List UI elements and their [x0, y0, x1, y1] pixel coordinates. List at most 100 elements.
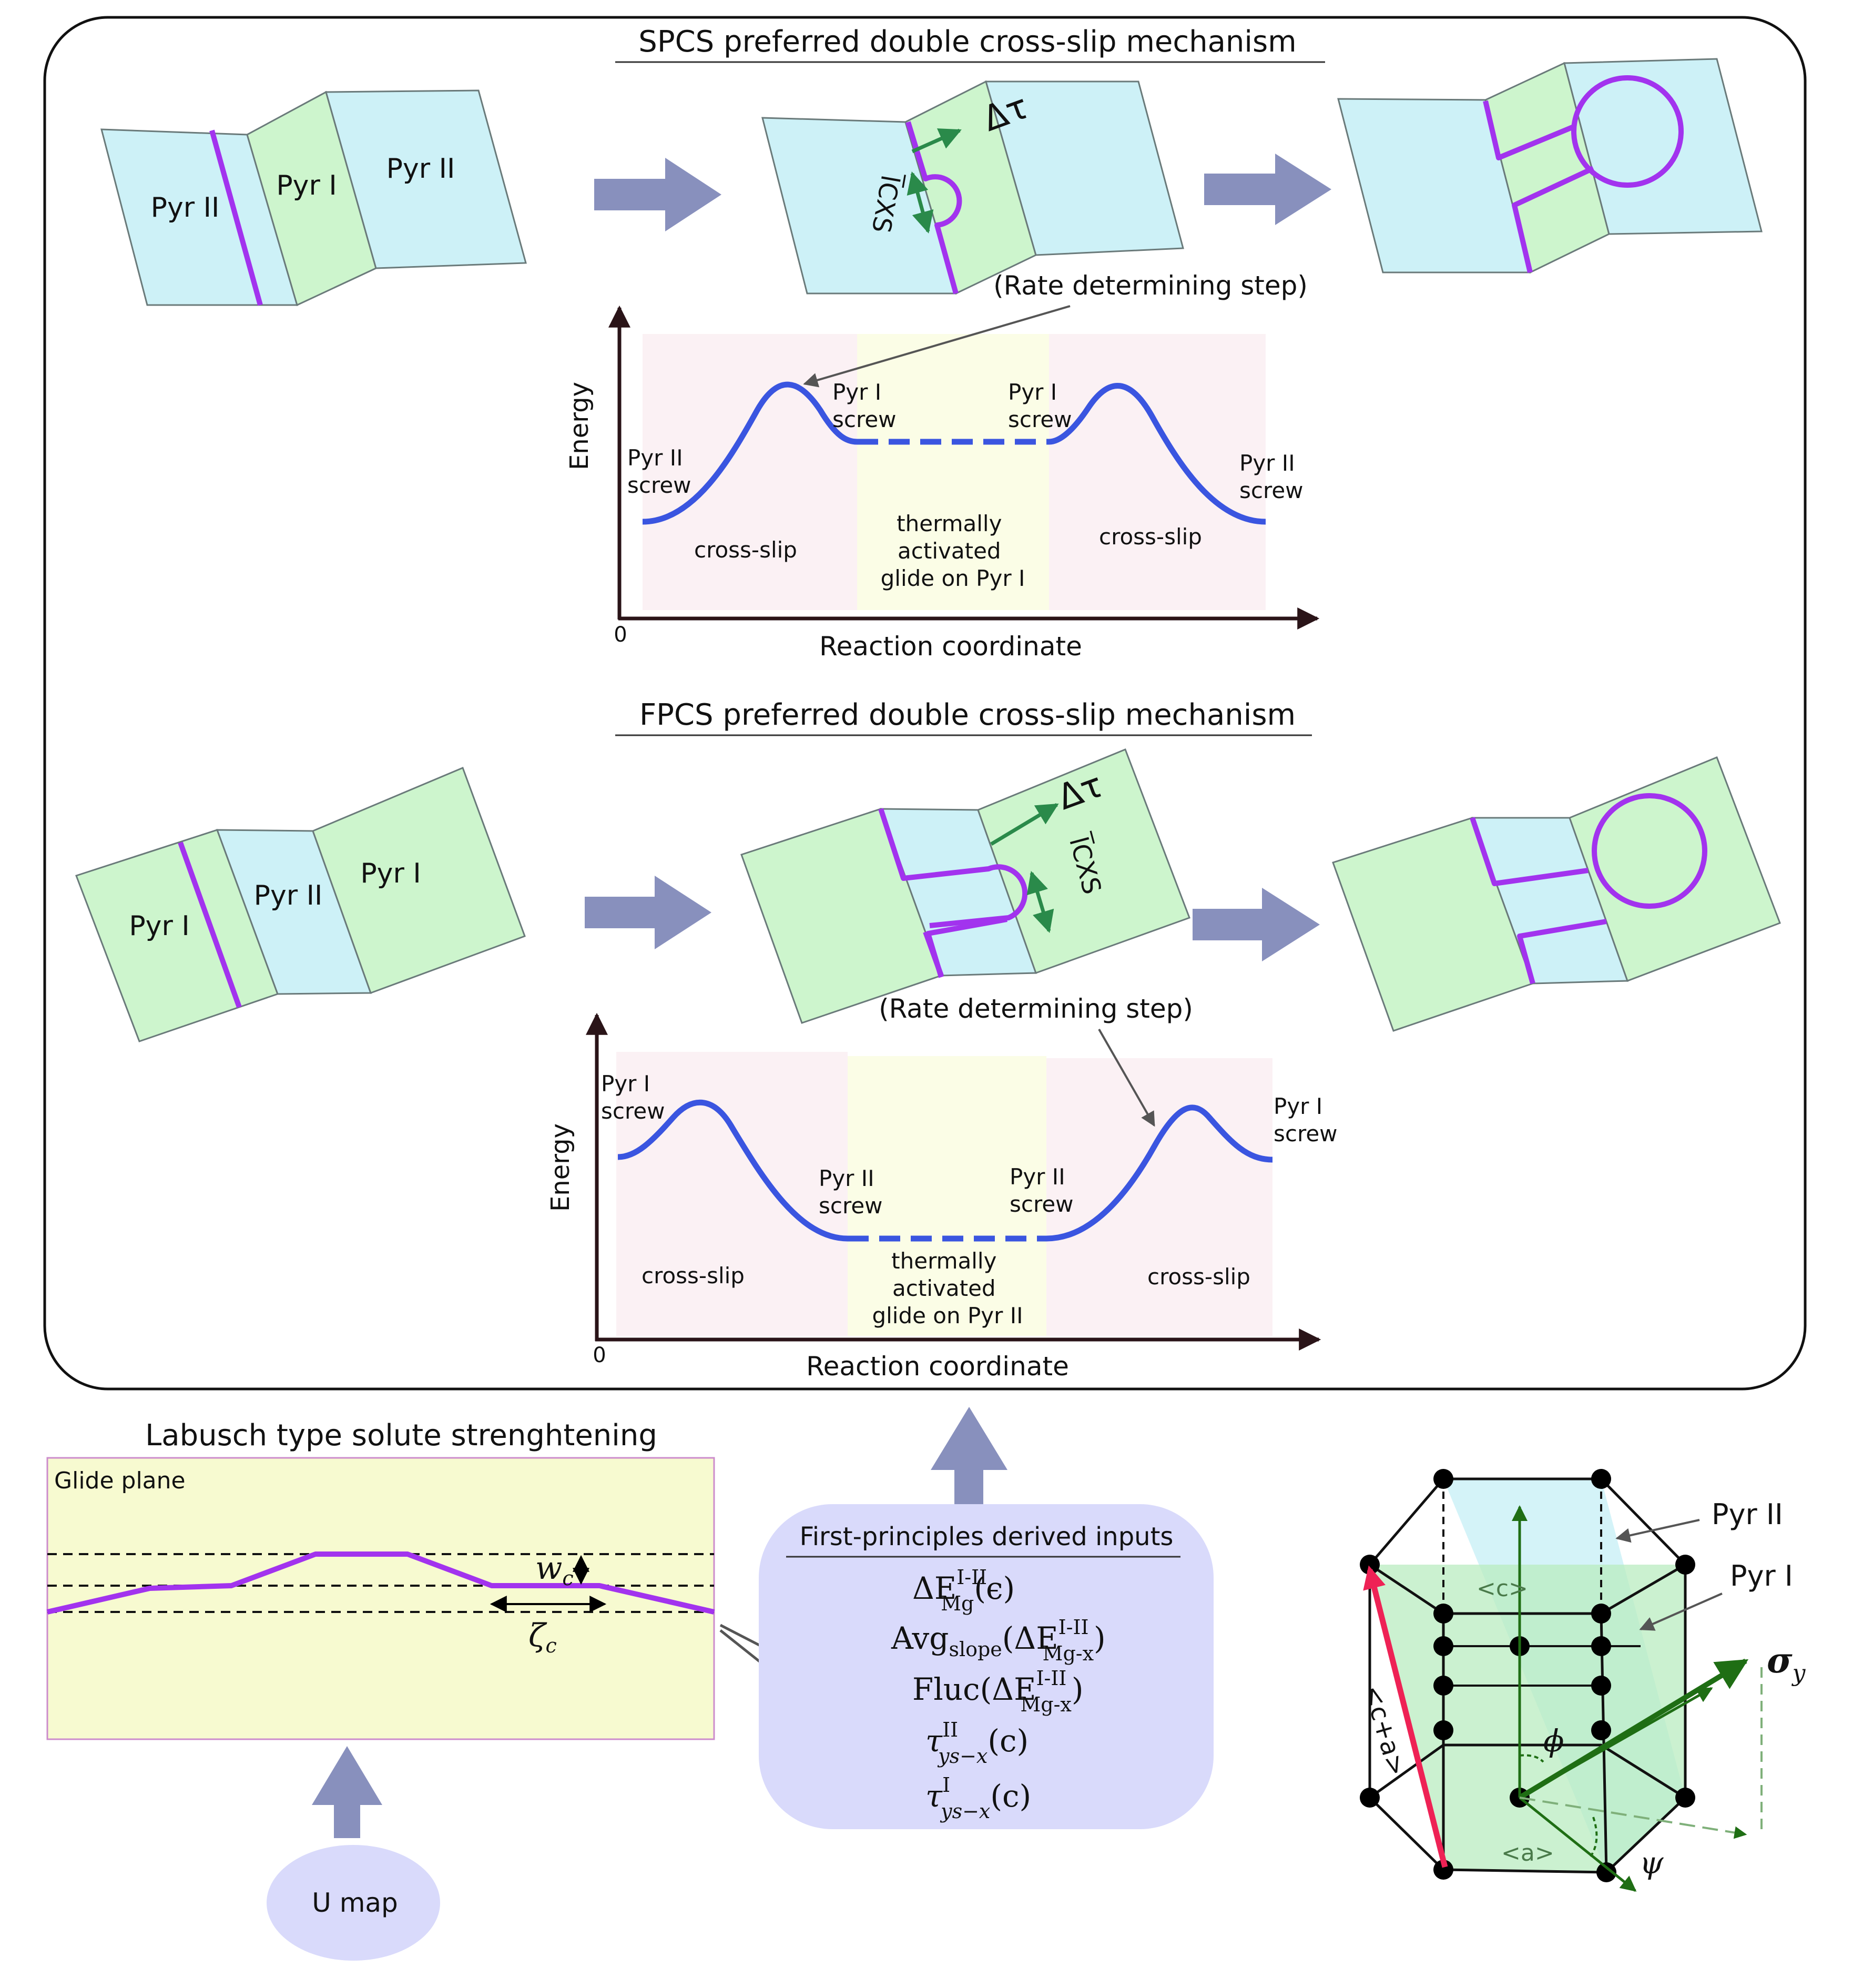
labusch-wc-label: wc	[535, 1550, 574, 1590]
spcs-p1-label-a: Pyr II	[151, 192, 220, 224]
spcs-panel-final	[1337, 58, 1763, 274]
fpcs-p3-dislocation-top	[1470, 817, 1589, 886]
fpcs-progress-arrow-2	[1193, 888, 1320, 961]
hcp-pyr1-label: Pyr I	[1730, 1559, 1793, 1593]
fpcs-p1-label-b: Pyr II	[254, 880, 323, 911]
spcs-energy-curve-left	[642, 381, 858, 525]
fpcs-region-right: cross-slip	[1147, 1264, 1250, 1290]
spcs-panel-initial: Pyr II Pyr I Pyr II	[100, 89, 527, 307]
fpcs-energy-chart: Energy Reaction coordinate 0 Pyr I screw…	[546, 993, 1338, 1382]
hcp-edge-4	[1600, 1613, 1608, 1873]
fpcs-progress-arrow-1	[585, 876, 711, 949]
hcp-cell: <c> <a> <c+a> ϕ ψ σy Pyr II Pyr I	[1358, 1469, 1806, 1892]
spcs-p2-delta-tau-arrow	[911, 128, 962, 154]
fpcs-p1-label-a: Pyr I	[129, 910, 189, 942]
spcs-energy-chart: Energy Reaction coordinate 0 Pyr II scre…	[565, 270, 1320, 662]
fpcs-p1-label-c: Pyr I	[360, 858, 421, 889]
spcs-x-label: Reaction coordinate	[819, 631, 1082, 662]
spcs-origin: 0	[614, 623, 627, 647]
hcp-pyr1-plane	[1370, 1565, 1685, 1872]
labusch-dislocation-line	[46, 1551, 715, 1615]
fpcs-p3-dislocation-loop	[1592, 793, 1707, 909]
fpcs-section: FPCS preferred double cross-slip mechani…	[75, 698, 1781, 1382]
fpcs-panel-bulge: Δτ l̅CXS	[740, 748, 1190, 1024]
fpcs-mid-right-state: Pyr II screw	[1010, 1164, 1074, 1217]
fpcs-p1-plane-right	[312, 767, 526, 994]
fpcs-p2-delta-tau-arrow	[990, 803, 1059, 846]
spcs-bg-right	[1049, 334, 1266, 610]
hcp-slip-direction	[1519, 1687, 1713, 1799]
spcs-rate-pointer	[803, 305, 1071, 388]
fpcs-p1-dislocation	[178, 841, 242, 1008]
fpcs-panel-final	[1332, 756, 1781, 1032]
hcp-psi: ψ	[1640, 1845, 1664, 1881]
fpcs-mid-left-state: Pyr II screw	[819, 1165, 883, 1219]
spcs-progress-arrow-2	[1204, 154, 1331, 225]
spcs-p2-lcxs-arrow	[907, 171, 934, 234]
spcs-region-mid: thermally activated glide on Pyr I	[881, 511, 1025, 591]
spcs-y-label: Energy	[565, 382, 594, 470]
fpcs-rate-pointer	[1098, 1029, 1155, 1127]
fpcs-energy-curve-left	[617, 1099, 848, 1242]
hcp-ca-vector	[1363, 1565, 1448, 1868]
hcp-a-direction	[1519, 1797, 1637, 1892]
spcs-progress-arrow-1	[594, 158, 721, 231]
spcs-p1-label-c: Pyr II	[386, 153, 455, 185]
fpcs-y-label: Energy	[546, 1123, 575, 1212]
labusch-section: Labusch type solute strenghtening Glide …	[46, 1418, 920, 1961]
fpcs-p3-plane-right	[1569, 756, 1781, 982]
spcs-right-state: Pyr II screw	[1239, 450, 1304, 503]
inputs-up-arrow	[931, 1407, 1007, 1515]
spcs-p2-plane-right	[985, 80, 1184, 256]
hcp-phi-arc	[1519, 1754, 1544, 1763]
fpcs-p2-dislocation-top	[878, 808, 1028, 928]
fpcs-left-state: Pyr I screw	[601, 1071, 665, 1124]
inputs-bubble	[759, 1504, 1214, 1829]
spcs-p3-dislocation-bottom	[1512, 166, 1595, 273]
spcs-rate-note: (Rate determining step)	[993, 270, 1308, 301]
spcs-region-left: cross-slip	[694, 537, 797, 563]
fpcs-x-label: Reaction coordinate	[806, 1351, 1069, 1382]
spcs-p3-dislocation-loop	[1571, 75, 1684, 188]
spcs-energy-curve-right	[1048, 383, 1266, 525]
hcp-c-label: <c>	[1477, 1575, 1528, 1602]
fpcs-p2-dislocation-branch	[925, 917, 1007, 978]
fpcs-energy-curve-right	[1046, 1104, 1273, 1242]
spcs-p1-label-b: Pyr I	[276, 170, 337, 201]
hcp-proj-horizontal	[1519, 1797, 1747, 1839]
labusch-title: Labusch type solute strenghtening	[145, 1418, 657, 1453]
hcp-psi-arc	[1590, 1817, 1598, 1858]
hcp-pyr2-label: Pyr II	[1712, 1498, 1783, 1531]
inputs-title: First-principles derived inputs	[800, 1522, 1174, 1551]
fpcs-bg-right	[1046, 1058, 1272, 1336]
fpcs-region-mid: thermally activated glide on Pyr II	[872, 1248, 1023, 1328]
spcs-left-state: Pyr II screw	[627, 445, 691, 498]
fpcs-panel-initial: Pyr I Pyr II Pyr I	[75, 767, 526, 1042]
spcs-title: SPCS preferred double cross-slip mechani…	[638, 25, 1296, 59]
fpcs-right-state: Pyr I screw	[1274, 1093, 1338, 1147]
hcp-a-label: <a>	[1501, 1840, 1554, 1867]
fpcs-p3-dislocation-bottom	[1517, 919, 1607, 985]
spcs-p1-dislocation	[209, 129, 263, 306]
spcs-bg-mid	[857, 334, 1049, 610]
spcs-p1-plane-right	[325, 89, 527, 269]
fpcs-bg-mid	[848, 1056, 1046, 1336]
labusch-up-arrow	[312, 1746, 382, 1838]
umap-bubble	[267, 1845, 440, 1961]
fpcs-p2-lcxs-arrow	[1026, 870, 1054, 934]
labusch-glide-panel	[46, 1457, 715, 1740]
fpcs-region-left: cross-slip	[642, 1263, 745, 1289]
hcp-pyr1-pointer	[1639, 1593, 1723, 1631]
fpcs-origin: 0	[593, 1343, 606, 1367]
spcs-p2-dislocation	[905, 121, 962, 295]
umap-label: U map	[312, 1888, 398, 1918]
labusch-panel-label: Glide plane	[54, 1467, 186, 1494]
fpcs-rate-note: (Rate determining step)	[879, 993, 1193, 1024]
spcs-p3-dislocation-top	[1483, 100, 1576, 160]
